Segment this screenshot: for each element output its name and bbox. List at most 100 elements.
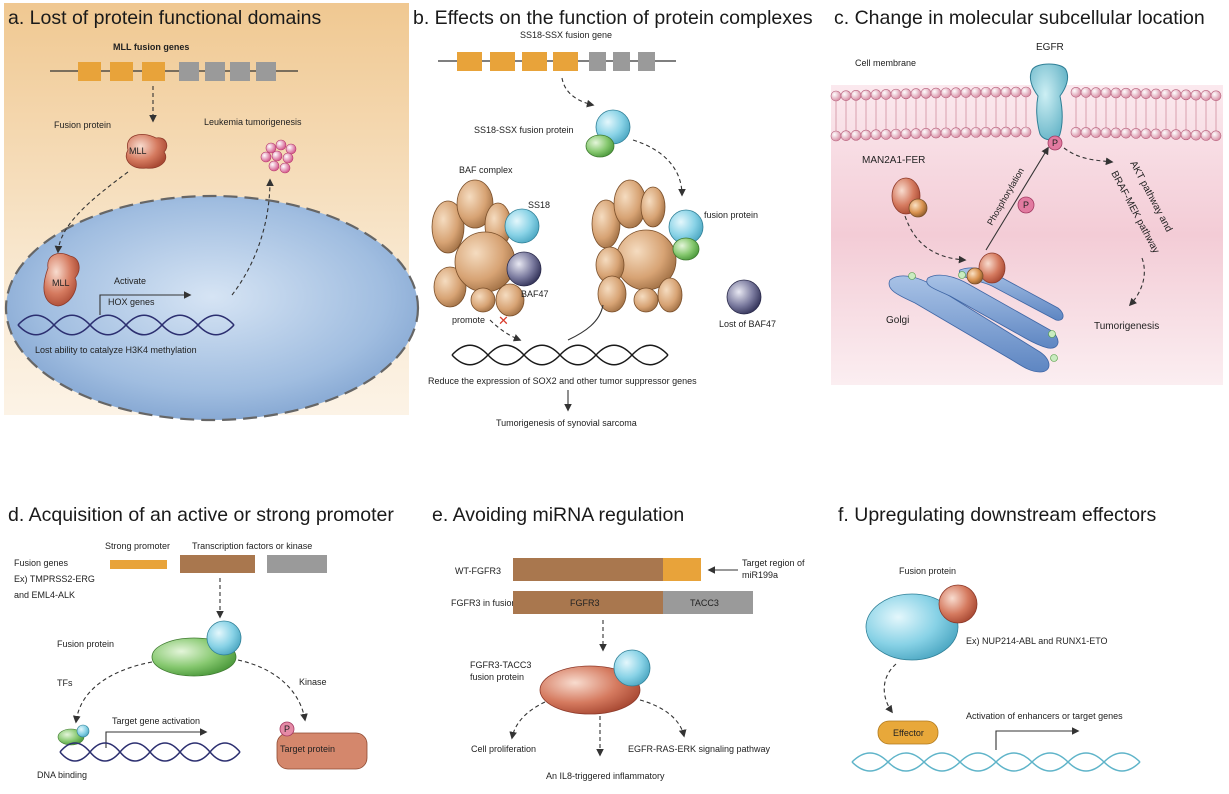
arrow-to-tfs xyxy=(72,661,153,724)
lipid-head xyxy=(930,87,942,99)
baf-complex-left xyxy=(431,179,525,317)
exon-grey xyxy=(179,62,199,81)
il8-label: An IL8-triggered inflammatory xyxy=(546,771,665,781)
exon-grey xyxy=(230,62,250,81)
lipid-head xyxy=(1120,127,1132,139)
tf-kinase-bar xyxy=(180,555,255,573)
target-protein-box xyxy=(276,732,368,770)
lipid-head xyxy=(1080,87,1092,98)
lipid-head xyxy=(870,129,882,141)
fusion-e-line1: FGFR3-TACC3 xyxy=(470,660,531,670)
lipid-head xyxy=(850,90,862,101)
panel-a: a. Lost of protein functional domains ML… xyxy=(4,3,420,422)
tacc3-bar-label: TACC3 xyxy=(690,598,719,608)
fusion-protein-f-label: Fusion protein xyxy=(899,566,956,576)
p1-label: P xyxy=(1052,138,1058,148)
lipid-head xyxy=(840,90,852,101)
lipid-head xyxy=(1210,130,1222,142)
lipid-head xyxy=(870,89,882,101)
panel-f: f. Upregulating downstream effectors Fus… xyxy=(838,504,1157,772)
reduce-expression-label: Reduce the expression of SOX2 and other … xyxy=(428,376,697,386)
lipid-head xyxy=(1010,126,1022,138)
arrow-to-kinase xyxy=(237,659,308,722)
wt-fgfr3-label: WT-FGFR3 xyxy=(455,566,501,576)
lipid-head xyxy=(1100,127,1112,139)
lipid-head xyxy=(1020,126,1032,138)
fusion-protein-f-red xyxy=(938,584,978,624)
promote-arrow xyxy=(489,319,522,342)
golgi-label: Golgi xyxy=(886,315,909,326)
lipid-head xyxy=(1130,88,1142,99)
fgfr3-bar xyxy=(513,591,663,614)
exon-orange xyxy=(522,52,547,71)
lipid-head xyxy=(890,128,902,140)
cell-membrane xyxy=(830,86,1222,142)
tfs-label: TFs xyxy=(57,678,73,688)
mll-exons xyxy=(78,62,276,81)
fusion-protein-f-cyan xyxy=(865,593,959,661)
arrow-to-effector xyxy=(883,663,897,714)
exon-orange xyxy=(110,62,133,81)
wt-fgfr3-bar xyxy=(513,558,663,581)
lipid-head xyxy=(1000,86,1012,98)
man2a1-label: MAN2A1-FER xyxy=(862,155,925,166)
ss18-gene-label: SS18-SSX fusion gene xyxy=(520,30,612,40)
lipid-head xyxy=(1080,127,1092,138)
activate-label: Activate xyxy=(114,276,146,286)
lipid-head xyxy=(860,89,872,101)
fgfr3-tacc3-cyan xyxy=(613,649,651,687)
arrow-to-egfr-pathway xyxy=(639,699,687,738)
target-p-circle xyxy=(279,721,295,737)
lipid-head xyxy=(890,88,902,100)
kinase-label: Kinase xyxy=(299,677,327,687)
baf-complex-right xyxy=(591,179,683,313)
lipid-head xyxy=(1190,89,1202,101)
exon-grey xyxy=(613,52,630,71)
synovial-sarcoma-label: Tumorigenesis of synovial sarcoma xyxy=(496,418,637,428)
fusion-protein-label: Fusion protein xyxy=(54,120,111,130)
lipid-head xyxy=(950,87,962,98)
nucleus xyxy=(4,194,420,422)
ss18-subunit xyxy=(504,208,540,244)
exon-grey xyxy=(205,62,225,81)
activate-arrow xyxy=(99,291,192,315)
arrow-to-proliferation xyxy=(509,701,546,740)
lipid-head xyxy=(880,129,892,140)
panel-e-title: e. Avoiding miRNA regulation xyxy=(432,504,684,526)
baf47-label: BAF47 xyxy=(521,289,549,299)
exon-orange xyxy=(553,52,578,71)
phosphorylation-arrow xyxy=(985,146,1049,251)
leukemia-label: Leukemia tumorigenesis xyxy=(204,117,302,127)
panel-d-title: d. Acquisition of an active or strong pr… xyxy=(8,504,394,526)
effector-pill xyxy=(877,720,939,745)
lipid-head xyxy=(1140,88,1152,99)
cell-proliferation-label: Cell proliferation xyxy=(471,744,536,754)
grey-bar xyxy=(267,555,327,573)
dna-binding-label: DNA binding xyxy=(37,770,87,780)
lipid-head xyxy=(1070,126,1082,138)
panel-c: c. Change in molecular subcellular locat… xyxy=(830,7,1223,385)
lipid-head xyxy=(1140,128,1152,139)
target-activation-label: Target gene activation xyxy=(112,716,200,726)
lipid-head xyxy=(960,127,972,138)
small-tf-cyan xyxy=(76,724,90,738)
lipid-head xyxy=(880,89,892,100)
panel-a-title: a. Lost of protein functional domains xyxy=(8,7,322,29)
arrow-protein-to-complex xyxy=(632,139,686,197)
exon-orange xyxy=(78,62,101,81)
lipid-head xyxy=(910,88,922,99)
ss18-label: SS18 xyxy=(528,200,550,210)
lost-baf47-label: Lost of BAF47 xyxy=(719,319,776,329)
lipid-head xyxy=(1150,128,1162,140)
lipid-head xyxy=(850,130,862,141)
lipid-head xyxy=(970,87,982,98)
target-region-bar xyxy=(663,558,701,581)
lipid-head xyxy=(990,86,1002,98)
ss18-fusion-protein-label: SS18-SSX fusion protein xyxy=(474,125,574,135)
fusion-green-subunit xyxy=(672,237,700,261)
lipid-head xyxy=(830,130,842,142)
mll-nucleus-label: MLL xyxy=(52,278,70,288)
lipid-head xyxy=(1170,129,1182,140)
lipid-head xyxy=(990,126,1002,138)
